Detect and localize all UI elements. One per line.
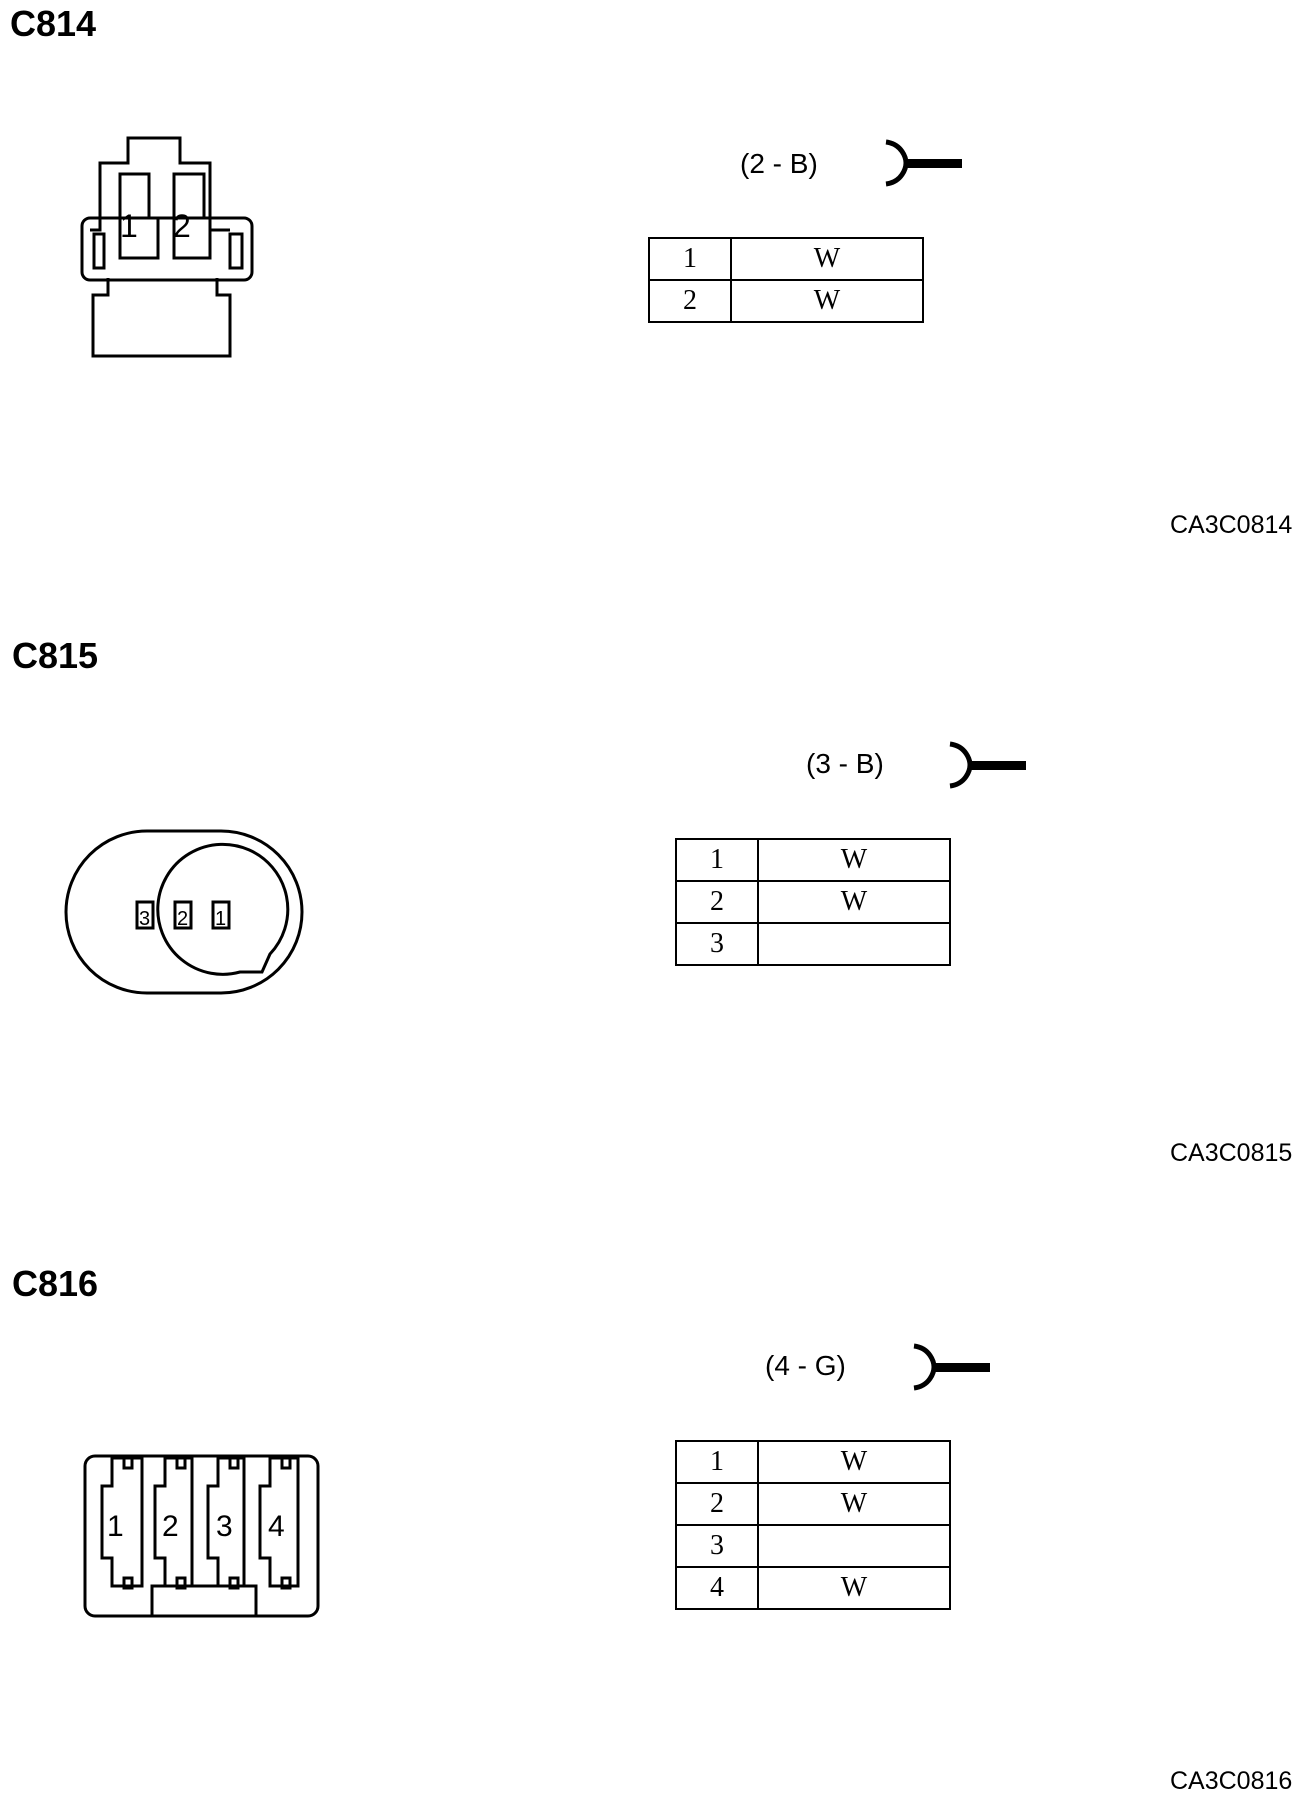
- wire-color: W: [757, 1440, 951, 1484]
- table-row: 2 W: [648, 279, 924, 323]
- harness-symbol-icon: [949, 741, 1026, 789]
- harness-symbol-icon: [913, 1343, 990, 1391]
- pin-label: 1: [120, 208, 138, 244]
- connector-spec: (3 - B): [806, 748, 884, 779]
- table-row: 2 W: [675, 1482, 951, 1526]
- wire-color: W: [757, 1482, 951, 1526]
- wire-color: W: [757, 1566, 951, 1610]
- table-row: 4 W: [675, 1566, 951, 1610]
- connector-title: C816: [12, 1263, 99, 1304]
- wire-color: [757, 922, 951, 966]
- table-row: 2 W: [675, 880, 951, 924]
- connector-face-c814: [80, 136, 254, 358]
- pin-label: 1: [107, 1510, 124, 1543]
- pin-table: 1 W 2 W 3 4 W: [675, 1440, 951, 1610]
- table-row: 1 W: [675, 838, 951, 882]
- wire-color: W: [757, 838, 951, 882]
- pin-label: 1: [215, 908, 227, 930]
- connector-spec: (4 - G): [765, 1350, 846, 1381]
- connector-spec: (2 - B): [740, 148, 818, 179]
- figure-code: CA3C0814: [1170, 511, 1293, 539]
- figure-code: CA3C0816: [1170, 1767, 1293, 1795]
- pin-number: 3: [675, 922, 759, 966]
- pin-number: 3: [675, 1524, 759, 1568]
- wire-color: W: [730, 279, 924, 323]
- pin-number: 1: [675, 1440, 759, 1484]
- connector-face-c816: [83, 1454, 320, 1618]
- wire-color: W: [730, 237, 924, 281]
- figure-code: CA3C0815: [1170, 1139, 1293, 1167]
- pin-label: 2: [162, 1510, 179, 1543]
- pin-number: 2: [648, 279, 732, 323]
- connector-face-c815: [64, 829, 304, 995]
- table-row: 3: [675, 1524, 951, 1568]
- pin-number: 4: [675, 1566, 759, 1610]
- pin-label: 3: [139, 908, 151, 930]
- connector-title: C815: [12, 635, 99, 676]
- pin-label: 4: [268, 1510, 285, 1543]
- harness-symbol-icon: [885, 139, 962, 187]
- connector-title: C814: [10, 3, 97, 44]
- table-row: 1 W: [648, 237, 924, 281]
- pin-label: 2: [173, 208, 191, 244]
- pin-number: 1: [675, 838, 759, 882]
- wire-color: [757, 1524, 951, 1568]
- pin-table: 1 W 2 W: [648, 237, 924, 323]
- pin-table: 1 W 2 W 3: [675, 838, 951, 966]
- table-row: 3: [675, 922, 951, 966]
- wire-color: W: [757, 880, 951, 924]
- table-row: 1 W: [675, 1440, 951, 1484]
- pin-number: 2: [675, 1482, 759, 1526]
- pin-number: 2: [675, 880, 759, 924]
- pin-label: 3: [216, 1510, 233, 1543]
- pin-number: 1: [648, 237, 732, 281]
- pin-label: 2: [177, 908, 189, 930]
